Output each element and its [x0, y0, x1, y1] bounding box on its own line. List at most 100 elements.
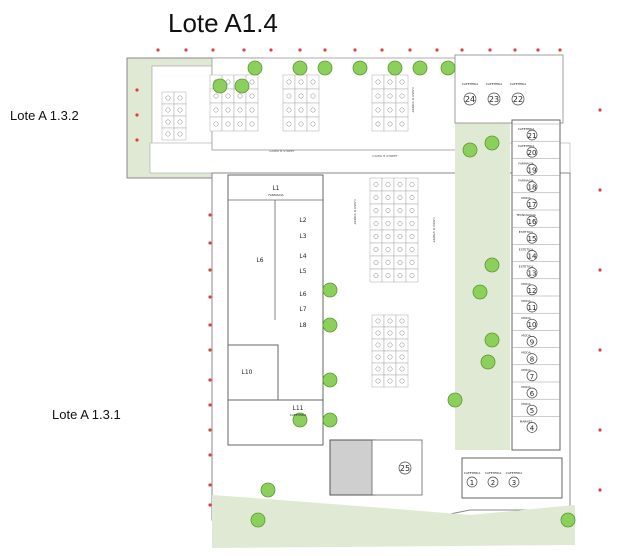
survey-marker: [380, 48, 384, 52]
unit-number-badge: [526, 232, 538, 244]
parking-marker: [237, 121, 243, 127]
parking-bay: [209, 116, 223, 132]
parking-bay: [383, 102, 397, 118]
tree-icon: [234, 78, 250, 94]
street-label: CAMIÓ B STREET: [269, 148, 295, 153]
parking-bay: [369, 190, 383, 205]
unit-number-2: 2: [491, 479, 495, 487]
survey-marker: [598, 108, 602, 112]
tree-icon: [484, 135, 500, 151]
parking-marker: [237, 107, 243, 113]
parking-bay: [371, 374, 385, 388]
parking-bay: [381, 203, 395, 218]
parking-marker: [385, 234, 391, 239]
unit-name-12: MODA: [521, 282, 531, 286]
parking-marker: [409, 195, 415, 200]
parking-marker: [225, 121, 231, 127]
parking-bay: [405, 242, 419, 257]
unit-number-19: 19: [528, 166, 537, 174]
unit-number-14: 14: [528, 252, 537, 260]
parking-marker: [310, 79, 316, 85]
street-label: CAMIÓ B STREET: [353, 199, 358, 225]
parking-marker: [298, 93, 304, 99]
parking-marker: [409, 208, 415, 213]
parking-marker: [397, 234, 403, 239]
parking-marker: [373, 273, 379, 278]
parking-marker: [385, 195, 391, 200]
survey-marker: [208, 503, 212, 507]
survey-marker: [208, 323, 212, 327]
unit-number-25: 25: [400, 464, 410, 473]
unit-number-badge: [526, 387, 538, 399]
parking-bay: [371, 362, 385, 376]
parking-marker: [375, 318, 381, 324]
tree-icon: [352, 60, 368, 76]
street-label: CAMIÓ B STREET: [372, 153, 398, 158]
parking-marker: [397, 182, 403, 187]
parking-marker: [375, 366, 381, 372]
parking-bay: [371, 314, 385, 328]
unit-number-badge: [526, 353, 538, 364]
unit-number-badge: [526, 336, 538, 347]
parking-bay: [161, 91, 175, 105]
parking-marker: [387, 342, 393, 348]
unit-number-badge: [526, 318, 538, 330]
survey-marker: [598, 348, 602, 352]
parking-bay: [383, 374, 397, 388]
unit-sublabel-l11: CAFETERIA: [290, 413, 307, 417]
parking-marker: [213, 107, 219, 113]
parking-marker: [373, 182, 379, 187]
staircase: [329, 439, 376, 496]
unit-sublabel-l1: FARMACIA: [268, 193, 284, 197]
parking-marker: [387, 366, 393, 372]
parking-bay: [161, 115, 175, 129]
tree-icon: [260, 482, 276, 498]
unit-name-21: CAFETERIA: [518, 127, 535, 131]
street-label: CAMIÓ B STREET: [411, 87, 416, 113]
parking-bay: [173, 91, 187, 105]
parking-marker: [409, 182, 415, 187]
parking-bay: [294, 74, 308, 90]
unit-number-badge: [526, 146, 538, 158]
survey-markers: [135, 48, 602, 507]
unit-name-5: MODA: [521, 402, 531, 406]
survey-marker: [323, 48, 327, 52]
survey-marker: [598, 268, 602, 272]
parking-marker: [375, 354, 381, 360]
unit-number-24: 24: [465, 95, 475, 104]
parking-bay: [381, 268, 395, 283]
unit-number-badge: [526, 164, 538, 175]
parking-bay: [393, 255, 407, 270]
parking-marker: [177, 107, 183, 113]
tree-icon: [472, 284, 488, 300]
survey-marker: [208, 295, 212, 299]
parking-bay: [383, 74, 397, 90]
unit-number-badge: [526, 422, 538, 433]
tree-icon: [292, 60, 308, 76]
unit-number-18: 18: [528, 184, 537, 192]
survey-marker: [558, 48, 562, 52]
parking-marker: [409, 234, 415, 239]
unit-name-20: CAFETERIA: [518, 144, 535, 148]
unit-number-badge: [466, 476, 478, 488]
parking-marker: [397, 221, 403, 226]
parking-bay: [395, 102, 409, 118]
parking-marker: [397, 260, 403, 265]
unit-number-7: 7: [530, 373, 534, 381]
parking-marker: [397, 273, 403, 278]
parking-marker: [387, 318, 393, 324]
parking-marker: [399, 121, 405, 127]
parking-marker: [399, 366, 405, 372]
survey-marker: [208, 348, 212, 352]
parking-marker: [373, 221, 379, 226]
parking-bay: [306, 116, 320, 132]
unit-number-8: 8: [530, 356, 534, 364]
parking-bay: [221, 116, 235, 132]
unit-25-box: [371, 439, 423, 496]
parking-bay: [294, 102, 308, 118]
unit-label-l3: L3: [299, 233, 306, 240]
survey-marker: [208, 241, 212, 245]
unit-number-badge: [526, 181, 538, 192]
parking-marker: [375, 121, 381, 127]
parking-marker: [249, 107, 255, 113]
